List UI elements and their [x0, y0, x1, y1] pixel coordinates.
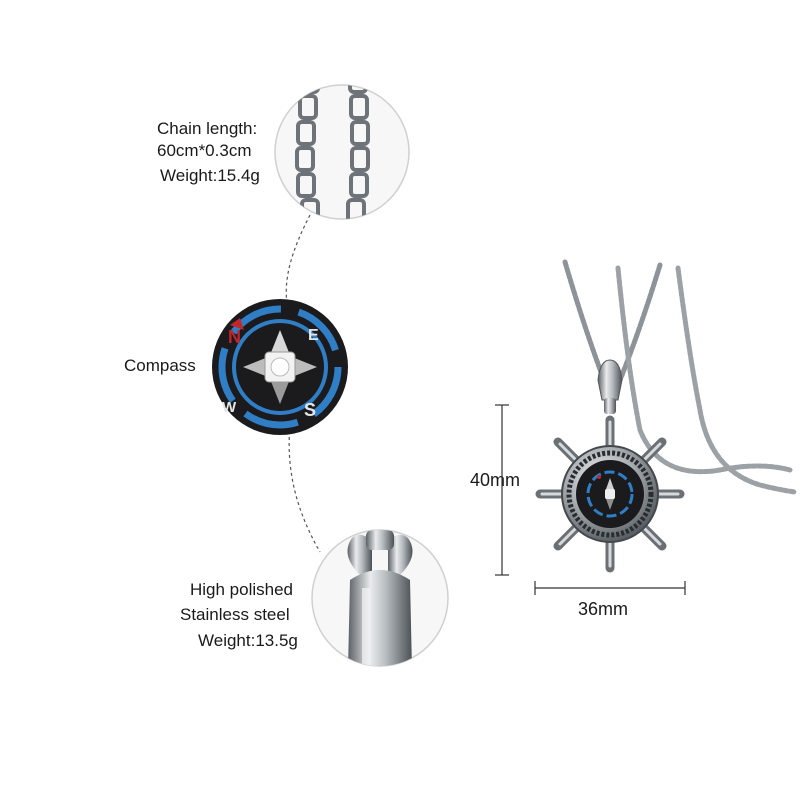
connector-dashed-line [285, 214, 321, 553]
bail-detail-circle [311, 529, 449, 667]
compass-detail-circle: N E S W [212, 299, 348, 435]
chain-size-label: 60cm*0.3cm [157, 141, 252, 160]
width-dimension-line [534, 581, 686, 595]
material-label: Stainless steel [180, 605, 290, 624]
chain-length-label: Chain length: [157, 119, 258, 138]
width-dimension-label: 36mm [578, 599, 629, 619]
compass-e-letter: E [308, 327, 319, 344]
compass-s-letter: S [304, 400, 316, 420]
material-finish-label: High polished [190, 580, 294, 599]
necklace-chains [562, 259, 798, 495]
chain-detail-circle [274, 84, 410, 220]
ship-wheel-pendant [535, 359, 685, 573]
chain-weight-label: Weight:15.4g [160, 166, 260, 185]
bail-weight-label: Weight:13.5g [198, 631, 298, 650]
compass-n-letter: N [228, 327, 241, 347]
height-dimension-line [495, 404, 509, 576]
height-dimension-label: 40mm [470, 470, 521, 490]
compass-label: Compass [124, 356, 196, 375]
compass-w-letter: W [222, 399, 237, 416]
